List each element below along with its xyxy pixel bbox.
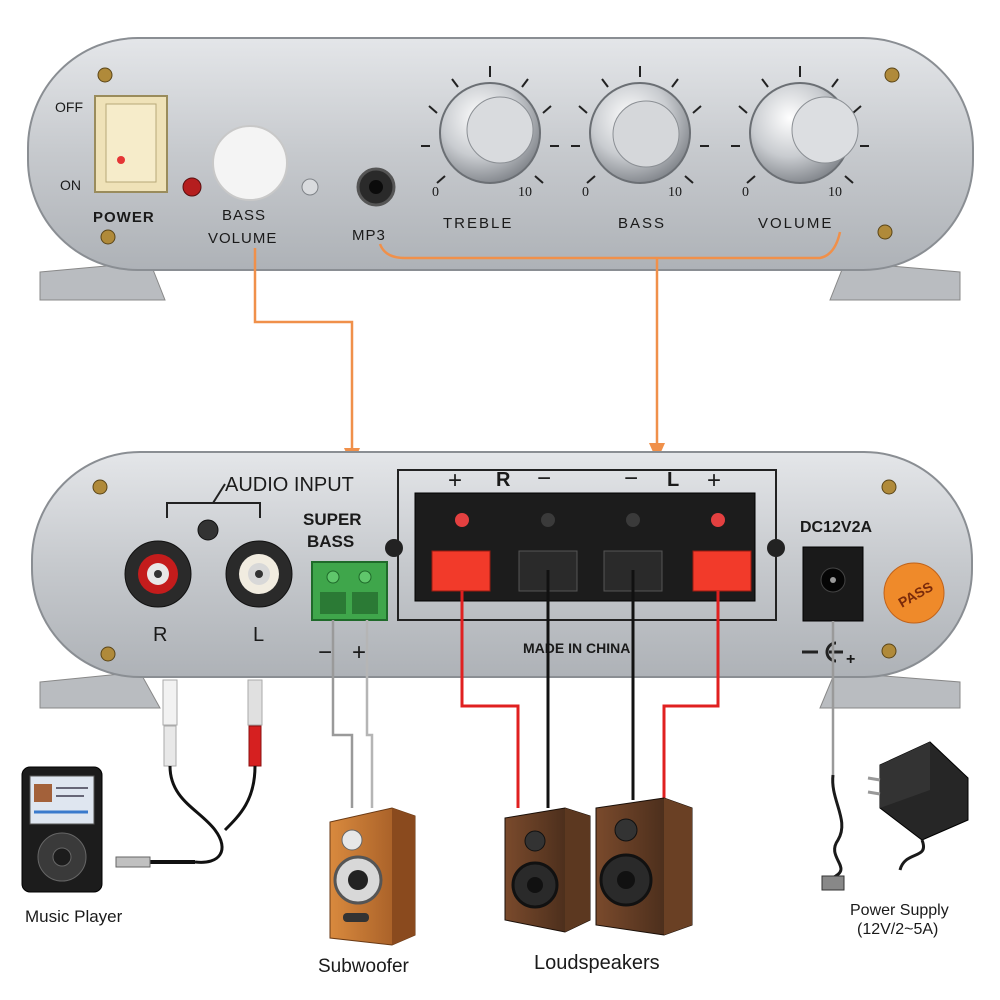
bass-led-icon [301,178,319,196]
dc-power-jack[interactable] [802,546,864,622]
bass-label: BASS [222,207,266,224]
terminal-left-plus: + [707,467,721,494]
rca-right-label: R [153,624,167,646]
treble-knob-cap [466,96,534,164]
terminal-right-plus: + [448,467,462,494]
audio-input-bracket-stem [212,483,226,504]
treble-min-label: 0 [432,185,439,200]
rca-left-label: L [253,624,264,646]
volume-min-label: 0 [742,185,749,200]
audio-input-label: AUDIO INPUT [225,474,354,496]
subwoofer-wire-minus [331,620,354,808]
screw-icon [385,539,403,557]
speaker-wire-left-plus [662,591,720,800]
subwoofer-terminal[interactable] [311,561,388,621]
left-plus-clip[interactable] [692,513,752,592]
bass-volume-annotation-line [253,248,354,450]
loudspeaker-left-device [504,807,591,933]
treble-scale-icon [421,66,559,184]
switch-on-label: ON [60,177,81,193]
screw-icon [877,224,893,240]
mini-jack-plug-icon [115,856,151,868]
switch-off-label: OFF [55,99,83,115]
subwoofer-label: Subwoofer [318,956,410,977]
power-adapter-device [821,741,969,891]
power-label: POWER [93,209,155,226]
subwoofer-wire-plus [365,620,374,808]
screw-icon [100,646,116,662]
treble-knob-group: 0 10 TREBLE [421,66,559,232]
volume-knob-cap [791,96,859,164]
right-plus-clip[interactable] [431,513,491,592]
bass-volume-knob[interactable] [212,125,288,201]
bass-volume-label: VOLUME [208,230,277,247]
dc-label: DC12V2A [800,519,872,536]
power-indicator-dot [117,156,125,164]
bass-knob-group: 0 10 BASS [571,66,709,232]
rca-right-jack[interactable] [124,540,192,608]
loudspeakers-label: Loudspeakers [534,952,660,974]
rca-left-jack[interactable] [225,540,293,608]
screw-icon [767,539,785,557]
volume-max-label: 10 [828,185,842,200]
front-panel: OFF ON POWER BASS VOLUME MP3 [27,37,974,301]
loudspeaker-right-device [595,797,693,936]
terminal-left-minus: − [624,465,638,492]
screw-icon [92,479,108,495]
rca-red-plug [248,725,262,767]
screw-icon [197,519,219,541]
bass-max-label: 10 [668,185,682,200]
mp3-label: MP3 [352,227,386,244]
super-bass-label-line2: BASS [307,532,354,551]
terminal-right-minus: − [537,465,551,492]
music-player-label: Music Player [25,907,123,926]
volume-label: VOLUME [758,215,833,232]
screw-icon [881,643,897,659]
terminal-left-label: L [667,469,679,491]
bass-scale-icon [571,66,709,184]
bass-min-label: 0 [582,185,589,200]
pass-sticker: PASS [883,562,945,624]
volume-annotation-bracket [378,231,842,260]
subwoofer-device [329,807,416,946]
tweeter-icon [524,830,546,852]
front-right-foot [829,261,961,301]
screw-icon [100,229,116,245]
power-supply-spec-label: (12V/2~5A) [857,921,938,938]
terminal-right-label: R [496,469,511,491]
volume-scale-icon [731,66,869,184]
power-switch[interactable] [94,95,168,193]
music-player-device [21,766,103,893]
tweeter-icon [614,818,638,842]
speaker-wire-right-plus [460,591,520,808]
screw-icon [884,67,900,83]
subwoofer-tweeter-icon [341,829,363,851]
bass-knob-cap [612,100,680,168]
annotation-lines [253,231,842,450]
volume-knob-group: 0 10 VOLUME [731,66,869,232]
rear-left-foot [39,671,161,709]
rca-white-plug [163,725,177,767]
rear-right-foot [819,671,961,709]
dc-polarity-plus: + [846,651,855,668]
treble-max-label: 10 [518,185,532,200]
mp3-jack-hole-icon [369,180,383,194]
screw-icon [881,479,897,495]
power-led-icon [182,177,202,197]
treble-label: TREBLE [443,215,513,232]
bass-knob-label: BASS [618,215,666,232]
sub-plus-label: + [352,639,366,666]
sub-minus-label: − [318,639,332,666]
screw-icon [97,67,113,83]
super-bass-label-line1: SUPER [303,510,362,529]
rear-panel: AUDIO INPUT R L SUPER BASS − + [31,451,973,709]
power-supply-label: Power Supply [850,902,949,919]
made-in-label: MADE IN CHINA [523,640,630,656]
rca-cables [115,679,263,868]
